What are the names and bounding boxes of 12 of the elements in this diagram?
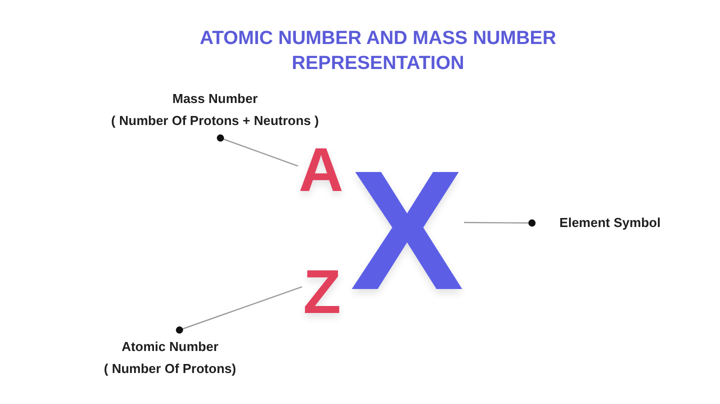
leader-line <box>464 219 536 227</box>
leader-line <box>216 134 298 167</box>
description-text: ( Number Of Protons + Neutrons ) <box>110 112 320 130</box>
label-text: Element Symbol <box>558 214 662 232</box>
label-text: Mass Number <box>171 90 259 108</box>
description-text: ( Number Of Protons) <box>102 360 238 378</box>
mass-number-letter: A <box>298 140 344 202</box>
atomic-number-letter: Z <box>302 262 342 324</box>
title: ATOMIC NUMBER AND MASS NUMBER REPRESENTATION <box>198 27 558 76</box>
leader-line <box>176 286 302 334</box>
element-symbol-letter: X <box>350 146 464 316</box>
label-text: Atomic Number <box>120 338 220 356</box>
